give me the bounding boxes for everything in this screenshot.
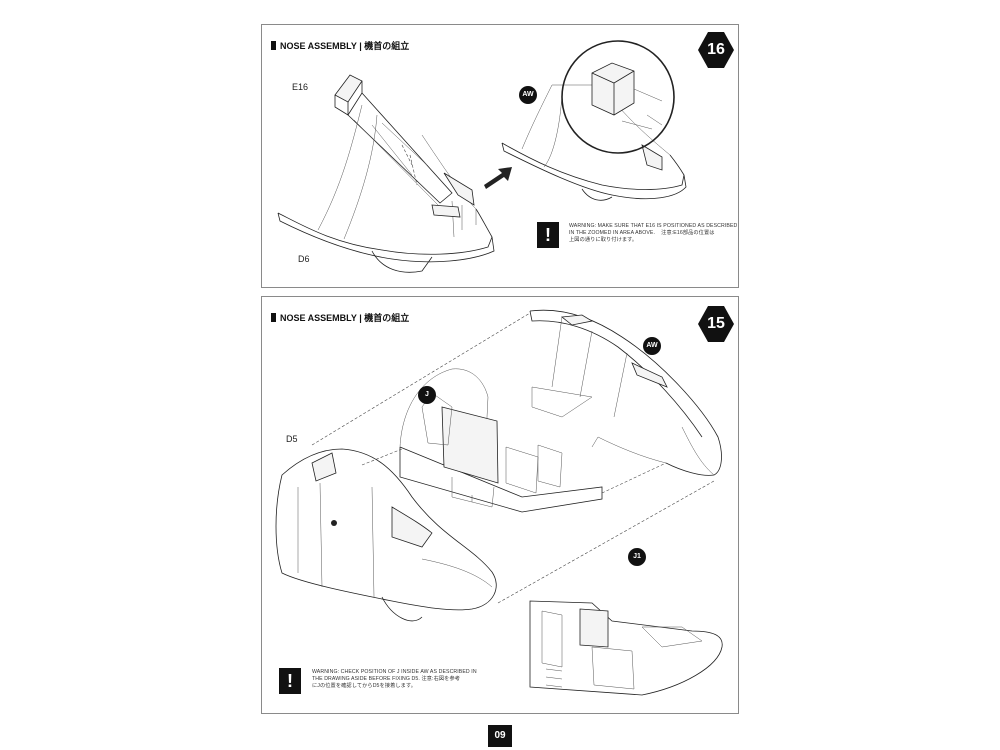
assembled-nose-drawing — [501, 84, 687, 201]
step-15-warning: WARNING: CHECK POSITION OF J INSIDE AW A… — [312, 669, 477, 691]
step-15-number: 15 — [707, 315, 725, 332]
step-16-badge — [698, 32, 734, 68]
j1-cutaway-drawing — [529, 600, 723, 696]
exclamation-icon: ! — [537, 222, 559, 248]
title-marker — [271, 313, 276, 322]
step-15-title-row: NOSE ASSEMBLY | 機首の組立 — [271, 311, 409, 324]
step-15-panel: NOSE ASSEMBLY | 機首の組立 — [261, 296, 739, 714]
warning-line: WARNING: MAKE SURE THAT E16 IS POSITIONE… — [569, 223, 738, 229]
part-label-e16: E16 — [292, 82, 309, 92]
step-16-number: 16 — [707, 41, 725, 58]
warning-line: 上図の通りに取り付けます。 — [569, 237, 638, 244]
part-label-d5: D5 — [286, 434, 298, 444]
title-marker — [271, 41, 276, 50]
callout-j: J — [418, 386, 436, 404]
callout-aw: AW — [643, 337, 661, 355]
arrow-right-icon — [484, 167, 512, 189]
step-15-title: NOSE ASSEMBLY | 機首の組立 — [280, 313, 410, 323]
step-16-title-row: NOSE ASSEMBLY | 機首の組立 — [271, 39, 409, 52]
step-15-illustration — [275, 309, 723, 696]
part-e16-drawing — [334, 74, 453, 208]
warning-line: IN THE ZOOMED IN AREA ABOVE. 注意:E16部品の位置… — [569, 230, 715, 237]
callout-aw: AW — [519, 86, 537, 104]
step-15-badge — [698, 306, 734, 342]
part-d6-drawing — [277, 104, 495, 273]
callout-j1: J1 — [628, 548, 646, 566]
page-number: 09 — [488, 725, 512, 747]
exclamation-icon: ! — [279, 668, 301, 694]
part-j-cockpit-drawing — [399, 368, 603, 513]
part-label-d6: D6 — [298, 254, 310, 264]
part-aw-shell-drawing — [529, 309, 722, 476]
alignment-lines — [311, 312, 715, 604]
warning-line: にJの位置を確認してからD5を接着します。 — [312, 683, 417, 690]
step-16-illustration — [277, 40, 687, 273]
part-d5-shell-drawing — [275, 448, 497, 622]
warning-line: WARNING: CHECK POSITION OF J INSIDE AW A… — [312, 669, 477, 675]
step-16-panel: NOSE ASSEMBLY | 機首の組立 — [261, 24, 739, 288]
step-16-warning: WARNING: MAKE SURE THAT E16 IS POSITIONE… — [569, 223, 737, 245]
warning-line: THE DRAWING ASIDE BEFORE FIXING D5. 注意:右… — [312, 676, 461, 683]
step-16-title: NOSE ASSEMBLY | 機首の組立 — [280, 41, 410, 51]
magnifier-circle-icon — [561, 40, 675, 154]
